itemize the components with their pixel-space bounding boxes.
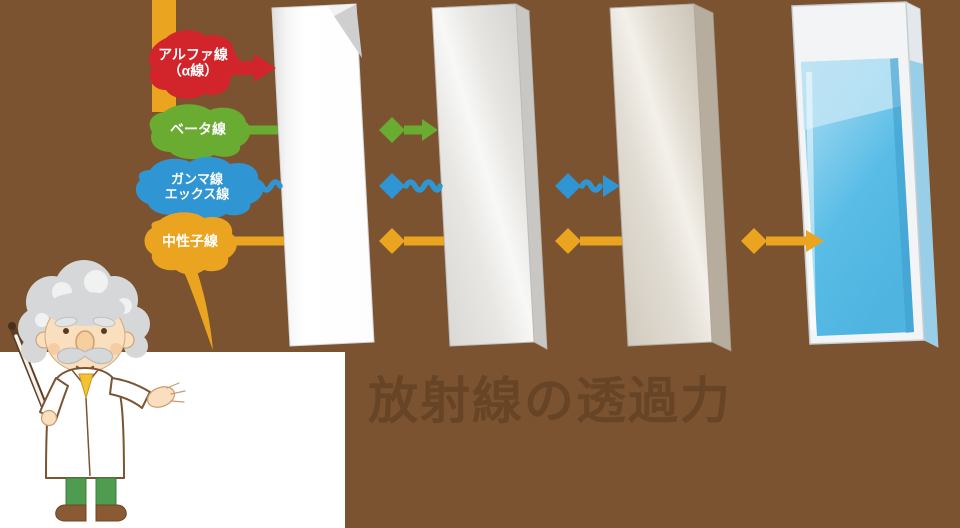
neutron-bar-3 <box>580 236 622 246</box>
barrier-paper <box>271 3 375 347</box>
barrier-metal <box>430 3 548 350</box>
source-neutron-blob <box>144 212 237 275</box>
neutron-ray-path <box>232 228 824 254</box>
professor-eyebrow-right <box>92 316 116 328</box>
barrier-lead <box>609 3 732 352</box>
source-label-alpha: アルファ線 （α線） <box>158 47 228 78</box>
gamma-particle-diamond-1 <box>379 173 405 199</box>
source-alpha-blob <box>148 30 239 99</box>
professor-figure <box>8 260 186 522</box>
professor-hand-left <box>40 409 58 427</box>
professor-shoes <box>55 504 127 522</box>
professor-eye-left <box>63 328 69 334</box>
beta-ray-path <box>244 117 438 143</box>
gamma-wave-3 <box>579 179 603 193</box>
source-beta-blob <box>149 104 251 160</box>
gamma-arrowhead <box>603 175 620 197</box>
gamma-particle-diamond-2 <box>555 173 581 199</box>
page-curl <box>328 4 356 16</box>
pointer-tip <box>8 322 16 330</box>
gamma-wave-1 <box>250 179 283 193</box>
source-label-gamma-line2: エックス線 <box>164 186 230 201</box>
source-label-beta: ベータ線 <box>170 121 226 138</box>
beta-bar-2 <box>404 125 422 135</box>
source-label-alpha-line1: アルファ線 <box>158 46 228 63</box>
water-fill <box>801 58 914 336</box>
source-label-neutron-line1: 中性子線 <box>162 233 218 250</box>
neutron-particle-diamond-3 <box>741 228 767 254</box>
barrier-water-tank <box>791 1 939 348</box>
gamma-wave-2 <box>403 179 443 193</box>
source-label-alpha-line2: （α線） <box>167 62 219 78</box>
professor-cheek-right <box>110 343 122 355</box>
water-left-reflection <box>806 72 816 330</box>
alpha-arrow <box>232 54 276 82</box>
water-surface-highlight <box>801 58 901 130</box>
neutron-arrowhead <box>806 230 824 252</box>
source-label-neutron: 中性子線 <box>162 233 218 250</box>
coat-center-line <box>85 397 91 477</box>
coat-sleeve-right <box>109 377 151 409</box>
neutron-bar-1 <box>232 236 284 246</box>
neutron-particle-diamond-2 <box>555 228 581 254</box>
page-curl-shadow <box>334 4 362 58</box>
source-label-gamma: ガンマ線 エックス線 <box>165 172 230 201</box>
beta-bar-1 <box>244 125 278 135</box>
beta-arrowhead <box>422 119 438 141</box>
water-side-through-glass <box>909 60 938 347</box>
source-neutron-tail <box>184 268 213 350</box>
neutron-bar-4 <box>766 236 806 246</box>
professor-pants <box>65 477 117 509</box>
source-gamma-blob <box>135 156 264 220</box>
professor-coat <box>39 367 151 479</box>
beta-particle-diamond-1 <box>379 117 405 143</box>
source-label-beta-line1: ベータ線 <box>170 121 226 138</box>
professor-cheek-left <box>48 343 60 355</box>
diagram-title: 放射線の透過力 <box>368 373 732 429</box>
gamma-ray-markers <box>379 173 620 199</box>
professor-eyebrow-left <box>54 316 78 328</box>
professor-eye-right <box>101 328 107 334</box>
source-label-gamma-line1: ガンマ線 <box>170 171 223 187</box>
professor-mustache <box>57 347 113 365</box>
professor-hand-right <box>146 382 186 408</box>
gamma-ray-path <box>250 179 603 193</box>
professor-tie <box>78 373 94 400</box>
water-right-shade <box>890 58 914 333</box>
neutron-particle-diamond-1 <box>379 228 405 254</box>
neutron-bar-2 <box>404 236 444 246</box>
